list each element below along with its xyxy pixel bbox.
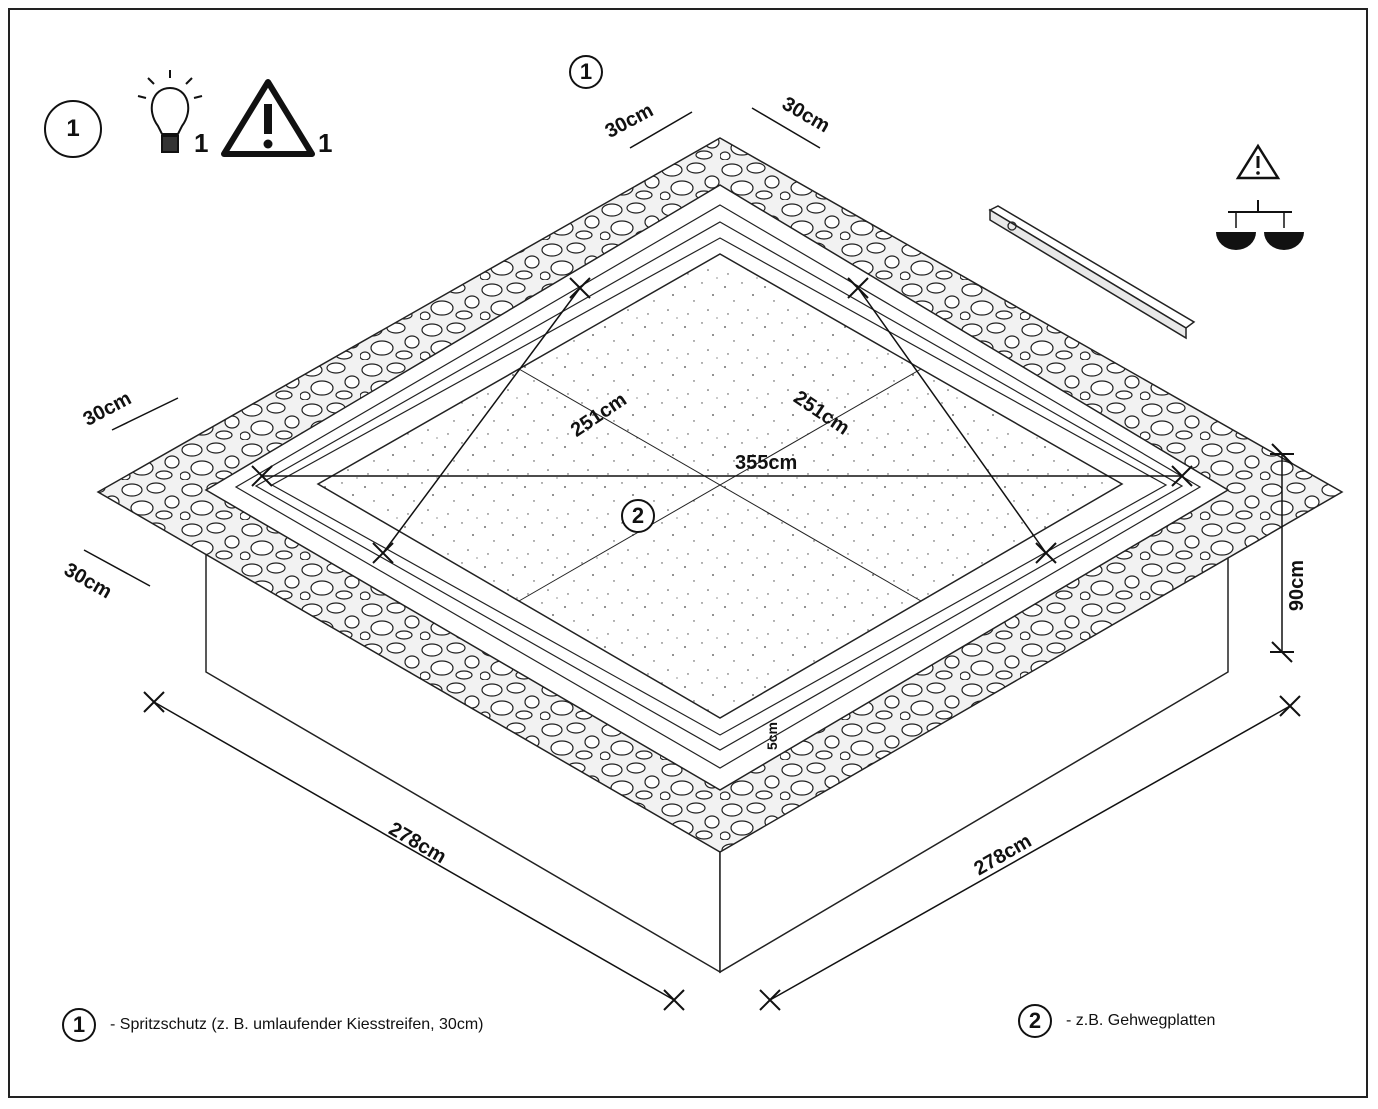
dim-small-edge: 5cm [764, 721, 781, 751]
legend-item-1: 1 - Spritzschutz (z. B. umlaufender Kies… [62, 1008, 483, 1042]
dim-height: 90cm [1286, 559, 1309, 612]
dimension-ticks [143, 277, 1301, 1011]
warning-triangle-icon [221, 79, 315, 157]
scale-balance-icon [1216, 200, 1304, 250]
step-number-badge: 1 [44, 100, 102, 158]
lightbulb-icon [137, 70, 203, 153]
spirit-level-icon [988, 205, 1196, 340]
warning-count: 1 [318, 128, 333, 158]
marker-gravel-strip: 1 [569, 55, 603, 89]
legend-text-2: - z.B. Gehwegplatten [1066, 1012, 1216, 1029]
legend-text-1: - Spritzschutz (z. B. umlaufender Kiesst… [110, 1016, 484, 1033]
dim-diagonal: 355cm [735, 452, 798, 474]
dimension-lines [83, 107, 1291, 1001]
drawing-frame [8, 8, 1368, 1098]
bulb-count: 1 [194, 128, 209, 158]
legend-item-2: 2 - z.B. Gehwegplatten [1018, 1004, 1215, 1038]
legend-marker-2: 2 [1018, 1004, 1052, 1038]
legend-marker-1: 1 [62, 1008, 96, 1042]
warning-small-icon [1235, 143, 1281, 180]
marker-paving: 2 [621, 499, 655, 533]
